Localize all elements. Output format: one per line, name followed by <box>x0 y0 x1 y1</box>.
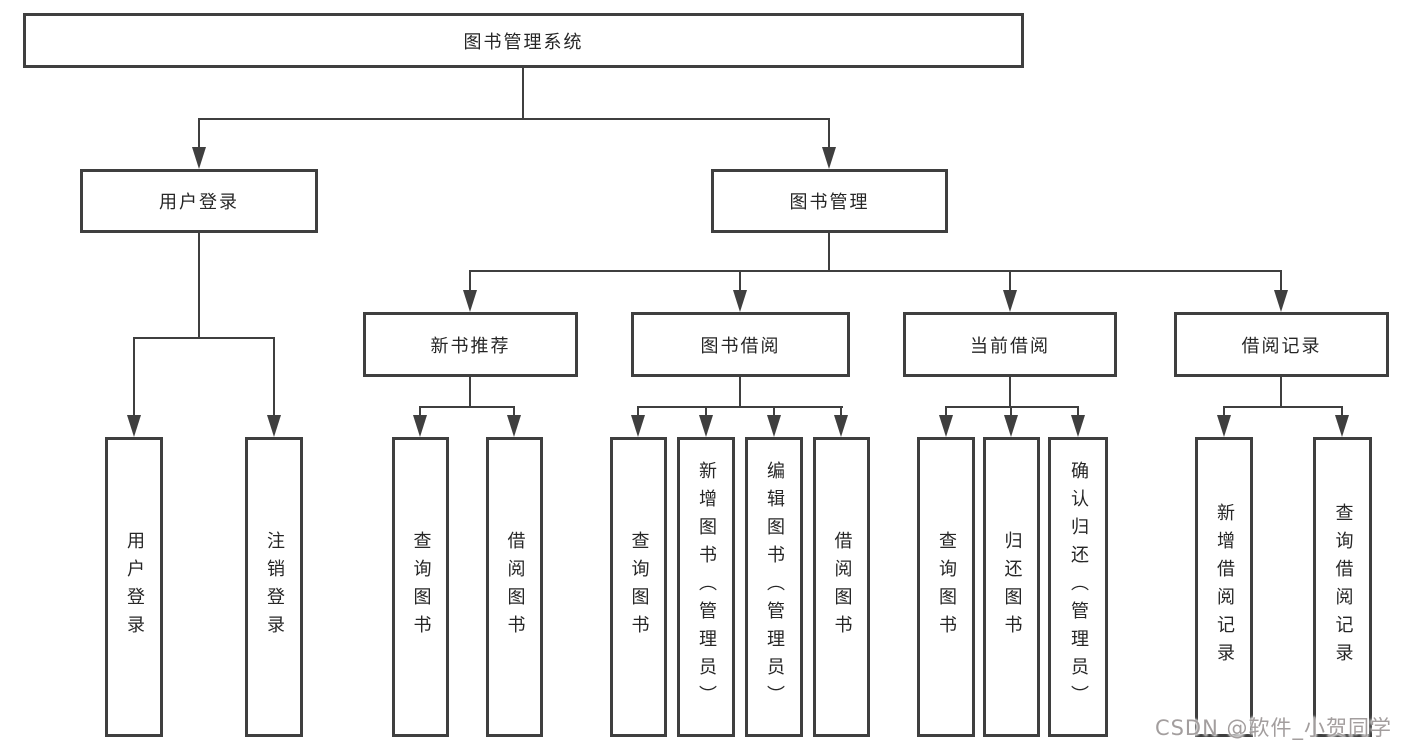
leaf-edit-book-admin-label: 编辑图书（管理员） <box>764 461 785 713</box>
leaf-confirm-return-admin: 确认归还（管理员） <box>1048 437 1108 737</box>
arrow-down-icon <box>1004 415 1018 437</box>
connector-stem <box>637 406 639 418</box>
arrow-down-icon <box>733 290 747 312</box>
leaf-logout: 注销登录 <box>245 437 303 737</box>
arrow-down-icon <box>767 415 781 437</box>
node-book-borrowing-label: 图书借阅 <box>700 335 781 357</box>
connector-stem <box>198 118 200 149</box>
arrow-down-icon <box>1274 290 1288 312</box>
leaf-query-books-recommend-label: 查询图书 <box>410 531 432 643</box>
connector-stem <box>1223 406 1225 418</box>
arrow-down-icon <box>631 415 645 437</box>
leaf-add-borrow-record: 新增借阅记录 <box>1195 437 1253 737</box>
leaf-borrow-books-recommend-label: 借阅图书 <box>504 531 526 643</box>
connector-borrowing-split <box>637 406 843 408</box>
connector-stem <box>133 337 135 418</box>
connector-stem <box>828 118 830 149</box>
connector-book-mgmt-stem <box>828 233 830 271</box>
connector-new-book-split <box>419 406 515 408</box>
node-new-book-recommend: 新书推荐 <box>363 312 578 377</box>
connector-stem <box>840 406 842 418</box>
leaf-borrow-books-recommend: 借阅图书 <box>486 437 543 737</box>
connector-borrowing-stem <box>739 377 741 408</box>
connector-user-login-stem <box>198 233 200 338</box>
arrow-down-icon <box>1217 415 1231 437</box>
leaf-add-book-admin: 新增图书（管理员） <box>677 437 735 737</box>
leaf-query-books-current-label: 查询图书 <box>936 531 957 643</box>
leaf-logout-label: 注销登录 <box>264 531 285 643</box>
node-current-borrowing-label: 当前借阅 <box>970 335 1050 357</box>
leaf-query-books-current: 查询图书 <box>917 437 975 737</box>
connector-stem <box>945 406 947 418</box>
leaf-add-book-admin-label: 新增图书（管理员） <box>696 461 717 713</box>
leaf-return-books-label: 归还图书 <box>1001 531 1023 643</box>
connector-stem <box>1010 406 1012 418</box>
arrow-down-icon <box>834 415 848 437</box>
leaf-confirm-return-admin-label: 确认归还（管理员） <box>1068 461 1089 713</box>
node-book-borrowing: 图书借阅 <box>631 312 850 377</box>
node-borrowing-records: 借阅记录 <box>1174 312 1389 377</box>
connector-stem <box>1280 270 1282 292</box>
leaf-query-books-borrowing-label: 查询图书 <box>628 531 650 643</box>
arrow-down-icon <box>1335 415 1349 437</box>
node-user-login: 用户登录 <box>80 169 318 233</box>
connector-stem <box>773 406 775 418</box>
node-book-management-label: 图书管理 <box>789 192 870 213</box>
connector-stem <box>705 406 707 418</box>
csdn-watermark: CSDN @软件_小贺同学 <box>1154 716 1392 740</box>
node-borrowing-records-label: 借阅记录 <box>1241 335 1322 357</box>
leaf-query-borrow-record-label: 查询借阅记录 <box>1332 503 1354 671</box>
leaf-query-books-recommend: 查询图书 <box>392 437 449 737</box>
node-current-borrowing: 当前借阅 <box>903 312 1117 377</box>
arrow-down-icon <box>699 415 713 437</box>
arrow-down-icon <box>507 415 521 437</box>
leaf-edit-book-admin: 编辑图书（管理员） <box>745 437 803 737</box>
connector-stem <box>419 406 421 418</box>
connector-stem <box>1077 406 1079 418</box>
arrow-down-icon <box>463 290 477 312</box>
arrow-down-icon <box>939 415 953 437</box>
leaf-borrow-books-borrowing-label: 借阅图书 <box>831 531 853 643</box>
leaf-user-login-label: 用户登录 <box>124 531 145 643</box>
connector-current-stem <box>1009 377 1011 408</box>
arrow-down-icon <box>127 415 141 437</box>
leaf-user-login: 用户登录 <box>105 437 163 737</box>
connector-stem <box>513 406 515 418</box>
connector-user-login-split <box>133 337 275 339</box>
arrow-down-icon <box>822 147 836 169</box>
node-book-management: 图书管理 <box>711 169 948 233</box>
node-new-book-recommend-label: 新书推荐 <box>430 335 511 357</box>
node-root: 图书管理系统 <box>23 13 1024 68</box>
arrow-down-icon <box>192 147 206 169</box>
connector-book-mgmt-split <box>469 270 1282 272</box>
connector-new-book-stem <box>469 377 471 408</box>
connector-stem <box>739 270 741 292</box>
connector-root-split <box>198 118 830 120</box>
leaf-query-borrow-record: 查询借阅记录 <box>1313 437 1372 737</box>
connector-records-split <box>1223 406 1343 408</box>
connector-stem <box>1341 406 1343 418</box>
connector-stem <box>1009 270 1011 292</box>
leaf-add-borrow-record-label: 新增借阅记录 <box>1214 503 1235 671</box>
arrow-down-icon <box>1003 290 1017 312</box>
connector-stem <box>469 270 471 292</box>
connector-root-stem <box>522 68 524 118</box>
connector-records-stem <box>1280 377 1282 408</box>
leaf-borrow-books-borrowing: 借阅图书 <box>813 437 870 737</box>
leaf-query-books-borrowing: 查询图书 <box>610 437 667 737</box>
arrow-down-icon <box>1071 415 1085 437</box>
node-user-login-label: 用户登录 <box>159 192 239 213</box>
arrow-down-icon <box>267 415 281 437</box>
leaf-return-books: 归还图书 <box>983 437 1040 737</box>
node-root-label: 图书管理系统 <box>463 31 584 53</box>
connector-stem <box>273 337 275 418</box>
connector-current-split <box>945 406 1079 408</box>
arrow-down-icon <box>413 415 427 437</box>
